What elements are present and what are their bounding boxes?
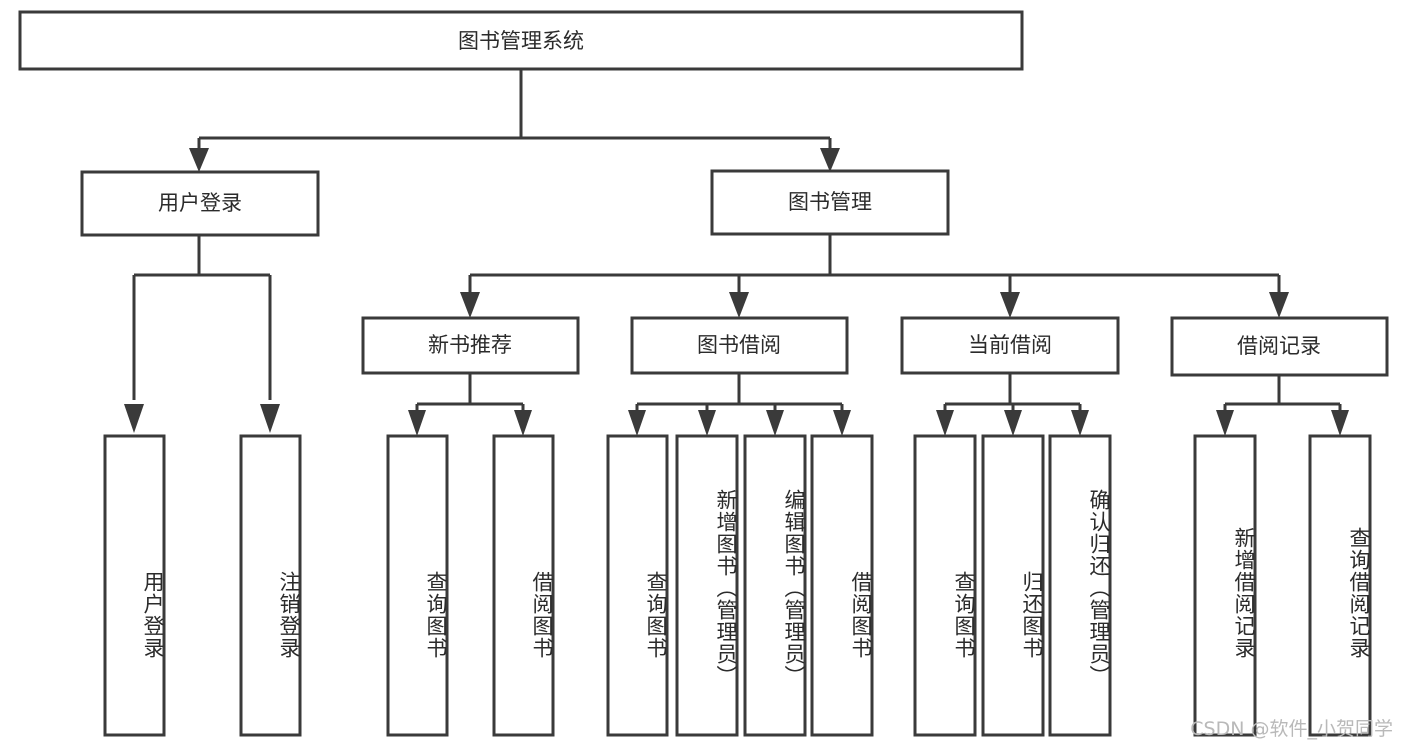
node-leaf-edit-book-box[interactable] xyxy=(743,434,807,737)
node-leaf-borrow-book-2-box[interactable] xyxy=(810,434,874,737)
connector-group-book-manage xyxy=(460,234,1289,318)
node-user-login[interactable]: 用户登录 xyxy=(80,170,320,237)
node-book-borrow[interactable]: 图书借阅 xyxy=(630,316,849,375)
arrow-head-leaf-borrow-book-2 xyxy=(833,410,851,436)
arrow-head-leaf-query-record xyxy=(1331,410,1349,436)
arrow-head-new-book-rec xyxy=(460,292,480,318)
arrow-head-leaf-add-book xyxy=(698,410,716,436)
node-book-manage-box[interactable] xyxy=(710,169,950,236)
arrow-head-current-borrow xyxy=(1000,292,1020,318)
node-leaf-borrow-book-1-box[interactable] xyxy=(492,434,555,737)
node-book-manage-label: 图书管理 xyxy=(788,190,872,214)
node-current-borrow-label: 当前借阅 xyxy=(968,333,1052,357)
node-book-borrow-box[interactable] xyxy=(630,316,849,375)
connector-group-borrow-record xyxy=(1216,375,1349,436)
node-leaf-query-book-3-box[interactable] xyxy=(913,434,977,737)
arrow-head-leaf-edit-book xyxy=(766,410,784,436)
arrow-head-user-login xyxy=(189,148,209,172)
arrow-head-leaf-return-book xyxy=(1004,410,1022,436)
arrow-head-leaf-add-record xyxy=(1216,410,1234,436)
node-borrow-record[interactable]: 借阅记录 xyxy=(1170,316,1389,377)
connector-group-book-borrow xyxy=(628,373,851,436)
node-leaf-add-record-box[interactable] xyxy=(1193,434,1257,737)
node-root-label: 图书管理系统 xyxy=(458,29,584,53)
node-leaf-add-book-box[interactable] xyxy=(675,434,739,737)
node-user-login-box[interactable] xyxy=(80,170,320,237)
node-current-borrow[interactable]: 当前借阅 xyxy=(900,316,1120,375)
node-borrow-record-label: 借阅记录 xyxy=(1237,334,1321,358)
arrow-head-book-manage xyxy=(820,148,840,172)
connector-group-root xyxy=(189,69,840,172)
node-book-borrow-label: 图书借阅 xyxy=(697,333,781,357)
arrow-head-leaf-query-book-2 xyxy=(628,410,646,436)
node-new-book-rec-label: 新书推荐 xyxy=(428,333,512,357)
node-new-book-rec[interactable]: 新书推荐 xyxy=(361,316,580,375)
arrow-head-borrow-record xyxy=(1269,292,1289,318)
node-leaf-return-book-box[interactable] xyxy=(981,434,1045,737)
node-root-box[interactable] xyxy=(18,10,1024,71)
node-leaf-query-book-1-box[interactable] xyxy=(386,434,449,737)
connector-group-new-book-rec xyxy=(408,373,532,436)
connector-group-current-borrow xyxy=(936,373,1089,436)
node-current-borrow-box[interactable] xyxy=(900,316,1120,375)
node-book-manage[interactable]: 图书管理 xyxy=(710,169,950,236)
connector-group-user-login xyxy=(124,235,280,433)
csdn-watermark: CSDN @软件_小贺同学 xyxy=(1190,718,1393,740)
arrow-head-book-borrow xyxy=(729,292,749,318)
node-leaf-query-record-box[interactable] xyxy=(1308,434,1372,737)
arrow-head-leaf-query-book-3 xyxy=(936,410,954,436)
arrow-head-leaf-logout xyxy=(260,404,280,433)
node-user-login-label: 用户登录 xyxy=(158,191,242,215)
node-leaf-confirm-return-box[interactable] xyxy=(1048,434,1112,737)
arrow-head-leaf-user-login xyxy=(124,404,144,433)
node-new-book-rec-box[interactable] xyxy=(361,316,580,375)
node-borrow-record-box[interactable] xyxy=(1170,316,1389,377)
node-root[interactable]: 图书管理系统 xyxy=(18,10,1024,71)
arrow-head-leaf-query-book-1 xyxy=(408,410,426,436)
arrow-head-leaf-borrow-book-1 xyxy=(514,410,532,436)
node-leaf-query-book-2-box[interactable] xyxy=(606,434,669,737)
node-leaf-logout-box[interactable] xyxy=(239,434,302,737)
node-leaf-user-login-box[interactable] xyxy=(103,434,166,737)
arrow-head-leaf-confirm-return xyxy=(1071,410,1089,436)
